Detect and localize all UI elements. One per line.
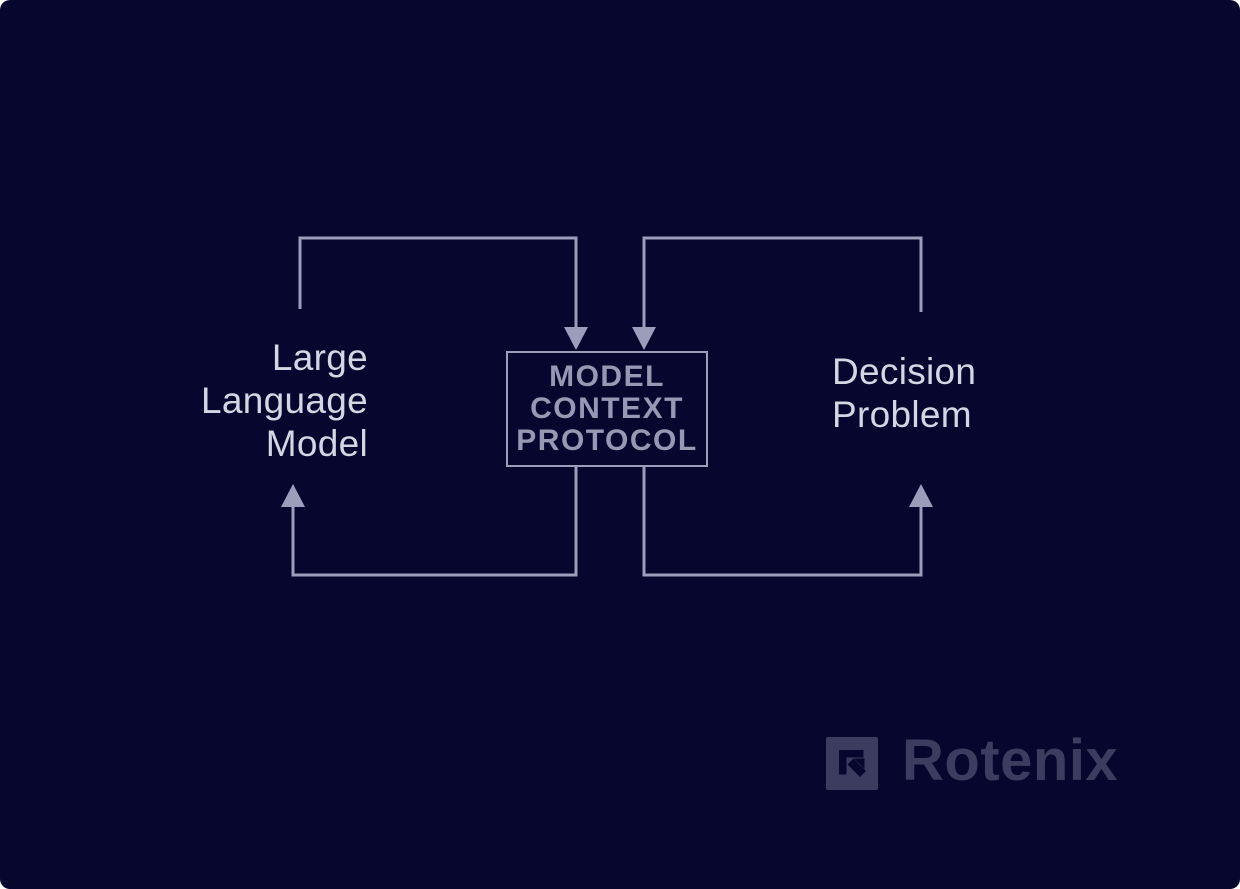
edge-dp-to-mcp	[632, 236, 923, 350]
node-model-context-protocol: MODEL CONTEXT PROTOCOL	[506, 351, 708, 467]
mcp-label: MODEL CONTEXT PROTOCOL	[516, 360, 698, 457]
node-decision-problem: Decision Problem	[832, 351, 977, 435]
edge-mcp-to-llm	[281, 467, 578, 577]
edge-mcp-to-dp	[642, 467, 933, 577]
edge-llm-to-mcp	[298, 236, 588, 350]
rotenix-logo: Rotenix	[826, 728, 1119, 793]
arrow-up-left-icon	[826, 737, 878, 790]
logo-wordmark: Rotenix	[902, 728, 1119, 793]
node-large-language-model: Large Language Model	[200, 337, 368, 464]
